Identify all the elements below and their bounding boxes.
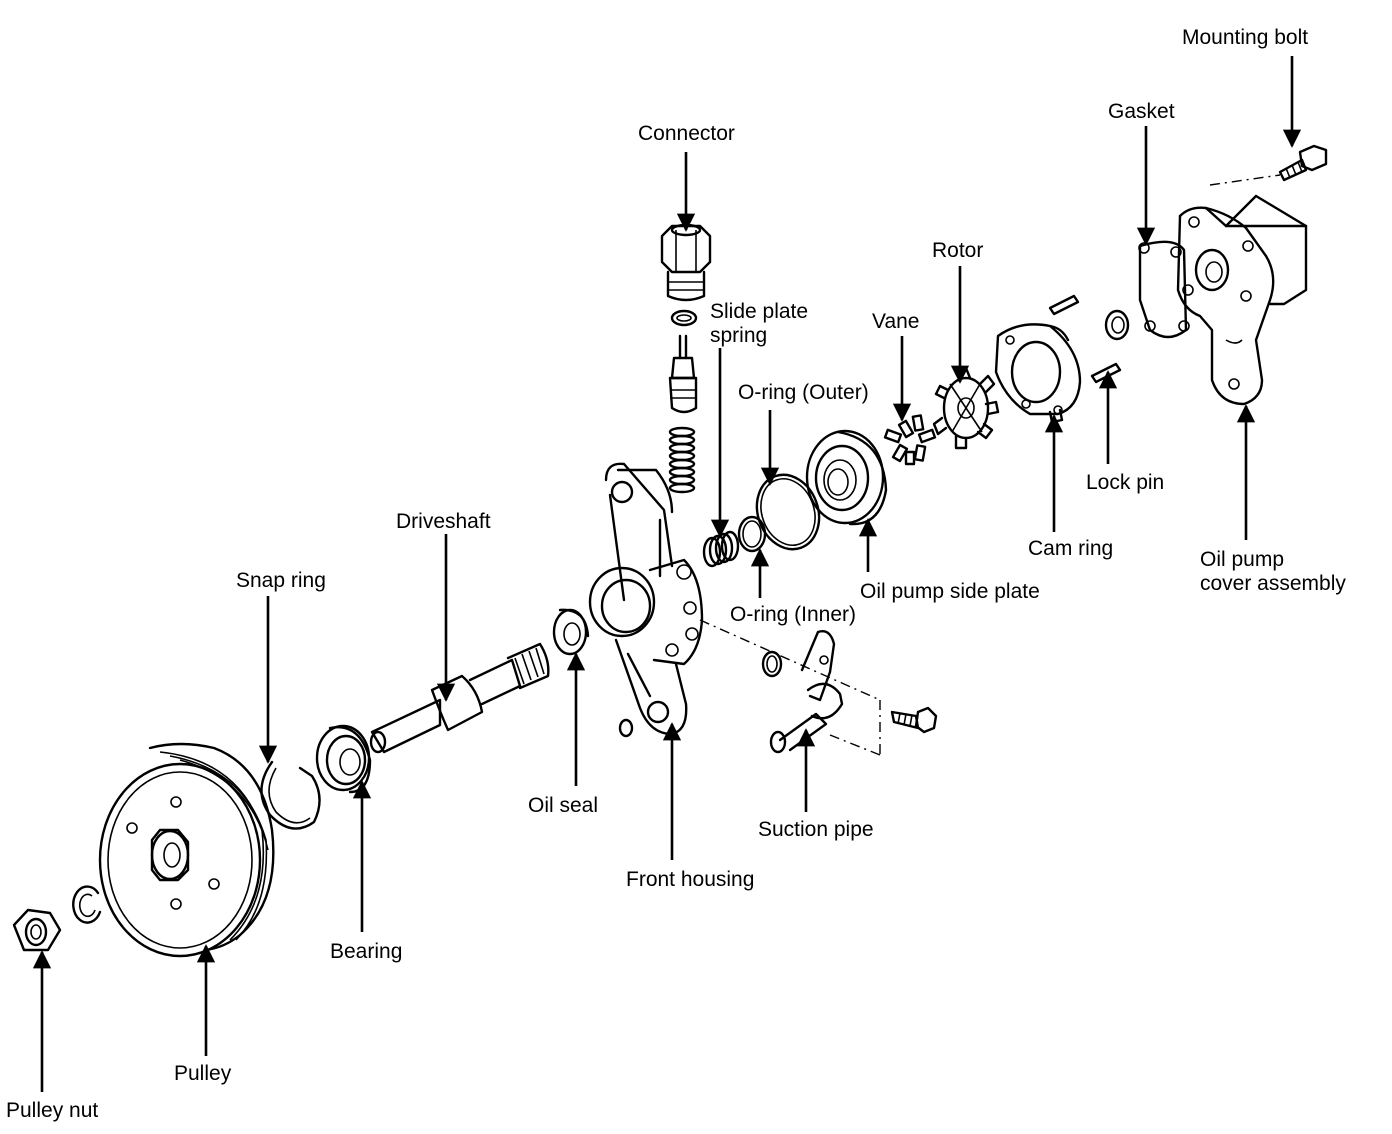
o-ring-inner-part — [737, 515, 767, 553]
label-oil-pump-cover-line2: cover assembly — [1200, 572, 1346, 595]
label-oil-pump-side-plate: Oil pump side plate — [860, 580, 1040, 603]
label-driveshaft: Driveshaft — [396, 510, 491, 533]
flow-control-valve-part — [668, 334, 698, 414]
label-mounting-bolt: Mounting bolt — [1182, 26, 1308, 49]
lock-pin-part — [1048, 294, 1122, 384]
label-suction-pipe: Suction pipe — [758, 818, 874, 841]
mounting-bolt-part — [1278, 144, 1328, 182]
pulley-part — [98, 742, 275, 958]
slide-plate-spring-part — [702, 530, 740, 568]
label-connector: Connector — [638, 122, 735, 145]
washer-part — [72, 885, 102, 924]
label-lock-pin: Lock pin — [1086, 471, 1164, 494]
label-rotor: Rotor — [932, 239, 983, 262]
gasket-part — [1138, 240, 1190, 339]
suction-pipe-bolt-part — [890, 706, 938, 734]
connector-part — [660, 223, 712, 302]
connector-o-ring-part — [670, 309, 698, 327]
label-gasket: Gasket — [1108, 100, 1175, 123]
label-bearing: Bearing — [330, 940, 402, 963]
label-pulley-nut: Pulley nut — [6, 1099, 98, 1122]
label-o-ring-inner: O-ring (Inner) — [730, 603, 856, 626]
label-snap-ring: Snap ring — [236, 569, 326, 592]
assembly-axis — [699, 174, 1281, 756]
label-slide-plate-line2: spring — [710, 324, 767, 347]
cam-ring-part — [994, 323, 1082, 424]
spring-part — [668, 426, 696, 494]
label-pulley: Pulley — [174, 1062, 232, 1085]
vane-part — [883, 414, 937, 466]
rotor-part — [932, 366, 1000, 450]
oil-pump-side-plate-part — [805, 429, 888, 526]
labels: Mounting bolt Gasket Connector Rotor Sli… — [6, 26, 1346, 1122]
label-oil-seal: Oil seal — [528, 794, 598, 817]
leader-lines — [32, 56, 1302, 1092]
label-cam-ring: Cam ring — [1028, 537, 1113, 560]
plug-part — [618, 718, 634, 738]
driveshaft-part — [369, 642, 550, 754]
label-vane: Vane — [872, 310, 920, 333]
label-front-housing: Front housing — [626, 868, 754, 891]
label-o-ring-outer: O-ring (Outer) — [738, 381, 869, 404]
pulley-nut-part — [12, 908, 62, 952]
oil-pump-cover-part — [1176, 194, 1308, 406]
cover-o-ring-part — [1104, 309, 1130, 341]
oil-seal-part — [552, 608, 590, 656]
label-slide-plate-line1: Slide plate — [710, 300, 808, 323]
label-oil-pump-cover-line1: Oil pump — [1200, 548, 1284, 571]
front-housing-part — [588, 462, 704, 736]
snap-ring-part — [260, 760, 321, 830]
suction-pipe-o-ring-part — [761, 650, 783, 678]
